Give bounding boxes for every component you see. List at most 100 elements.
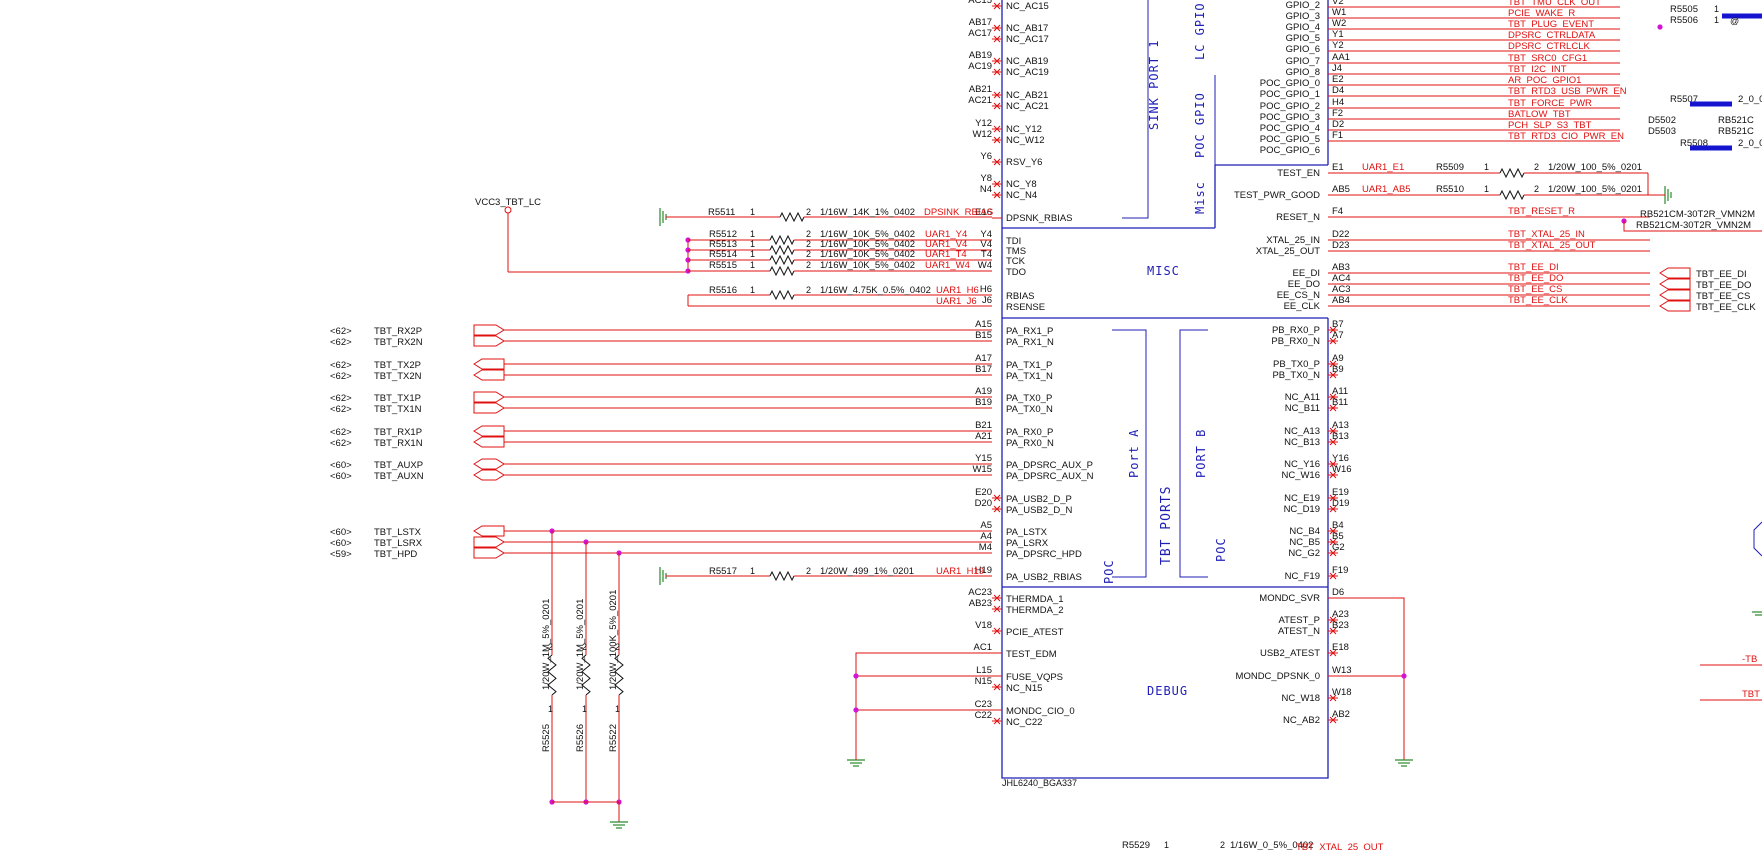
pin-name-EE_CS_N: EE_CS_N: [1277, 290, 1320, 301]
net-UAR1_Y4: UAR1_Y4: [925, 229, 967, 240]
ref-r5516: R5516: [709, 285, 737, 296]
pin-ball-E20: E20: [975, 487, 992, 498]
no-connect-mark: [993, 2, 1001, 10]
pin-name-NC_A13: NC_A13: [1284, 426, 1320, 437]
pin-ball-A21: A21: [975, 431, 992, 442]
pin-ball-A7: A7: [1332, 330, 1344, 341]
pin-ball-AB4: AB4: [1332, 295, 1350, 306]
pin-name-POC_GPIO_0: POC_GPIO_0: [1260, 78, 1320, 89]
pin-name-NC_N4: NC_N4: [1006, 190, 1037, 201]
pin-name-PA_TX1_N: PA_TX1_N: [1006, 371, 1053, 382]
pin-ball-L15: L15: [976, 665, 992, 676]
pin-name-PB_RX0_P: PB_RX0_P: [1272, 325, 1320, 336]
no-connect-mark: [1329, 616, 1337, 624]
net-TBT_TX1N: TBT_TX1N: [374, 404, 422, 415]
page-ref: <60>: [330, 471, 352, 482]
wire-test-edm: [855, 652, 992, 750]
pin-ball-W2: W2: [1332, 18, 1346, 29]
pin-name-PB_TX0_P: PB_TX0_P: [1273, 359, 1320, 370]
block-label-port-a: Port A: [1127, 429, 1141, 478]
pin-ball-W15: W15: [972, 464, 992, 475]
pin-name-PA_USB2_D_N: PA_USB2_D_N: [1006, 505, 1072, 516]
ref-r5505: R5505: [1670, 4, 1698, 15]
pin-name-RSV_Y6: RSV_Y6: [1006, 157, 1042, 168]
offpage-TBT_RX2P: [473, 324, 505, 336]
ref-R5515: R5515: [709, 260, 737, 271]
net-TBT_LSTX: TBT_LSTX: [374, 527, 422, 538]
pin-ball-AB23: AB23: [969, 598, 992, 609]
net-AR_POC_GPIO1: AR_POC_GPIO1: [1508, 75, 1581, 86]
no-connect-mark: [993, 627, 1001, 635]
pin-number: 1: [1714, 4, 1719, 14]
pin-number: 2: [1534, 184, 1539, 194]
ref-rb521c: RB521C: [1718, 126, 1754, 137]
net-dpsink-rbias: DPSINK_RBIAS: [924, 207, 993, 218]
offpage-TBT_TX1N: [473, 402, 505, 414]
pin-ball-W4: W4: [978, 260, 992, 271]
pin-ball-B7: B7: [1332, 319, 1344, 330]
pin-ball-N4: N4: [980, 184, 992, 195]
pin-ball-E1: E1: [1332, 162, 1344, 173]
wire-test: [1647, 173, 1665, 196]
page-ref: <62>: [330, 326, 352, 337]
pin-ball-Y15: Y15: [975, 453, 992, 464]
pin-name-NC_F19: NC_F19: [1285, 571, 1320, 582]
pin-ball-D22: D22: [1332, 229, 1349, 240]
pin-name-PA_USB2_RBIAS: PA_USB2_RBIAS: [1006, 572, 1082, 583]
block-label-poc-gpio: POC GPIO: [1193, 92, 1207, 158]
ref-R5513: R5513: [709, 239, 737, 250]
pin-name-POC_GPIO_2: POC_GPIO_2: [1260, 101, 1320, 112]
pin-ball-Y6: Y6: [980, 151, 992, 162]
offpage-TBT_TX2P: [473, 358, 505, 370]
pin-name-PA_DPSRC_AUX_P: PA_DPSRC_AUX_P: [1006, 460, 1093, 471]
pin-name-USB2_ATEST: USB2_ATEST: [1260, 648, 1320, 659]
pin-ball-Y8: Y8: [980, 173, 992, 184]
pin-name-PA_DPSRC_AUX_N: PA_DPSRC_AUX_N: [1006, 471, 1094, 482]
net-TBT_RX1P: TBT_RX1P: [374, 427, 422, 438]
pin-number: 1: [1484, 184, 1489, 194]
pin-ball-D4: D4: [1332, 85, 1344, 96]
page-ref: <62>: [330, 404, 352, 415]
ref-r5507: R5507: [1670, 94, 1698, 105]
net-TBT_TMU_CLK_OUT: TBT_TMU_CLK_OUT: [1508, 0, 1601, 8]
ref-R5514: R5514: [709, 249, 737, 260]
pin-ball-A9: A9: [1332, 353, 1344, 364]
pin-name-NC_W16: NC_W16: [1281, 470, 1320, 481]
jtag-resistor: [769, 265, 795, 277]
diode-part: RB521CM-30T2R_VMN2M: [1636, 220, 1751, 231]
pin-ball-A4: A4: [980, 531, 992, 542]
net-TBT_AUXP: TBT_AUXP: [374, 460, 423, 471]
pin-ball-B4: B4: [1332, 520, 1344, 531]
pin-number: 1: [1484, 162, 1489, 172]
pin-name-MONDC_SVR: MONDC_SVR: [1259, 593, 1320, 604]
pin-name-NC_Y8: NC_Y8: [1006, 179, 1037, 190]
partial-symbol: [1753, 521, 1762, 557]
ref-R5509: R5509: [1436, 162, 1464, 173]
ref-d5502: D5502: [1648, 115, 1676, 126]
no-connect-mark: [993, 24, 1001, 32]
pin-ball-B13: B13: [1332, 431, 1349, 442]
pin-name-THERMDA_2: THERMDA_2: [1006, 605, 1064, 616]
r5517-body: [769, 570, 795, 582]
no-connect-mark: [993, 158, 1001, 166]
no-connect-mark: [993, 35, 1001, 43]
pin-ball-AB21: AB21: [969, 84, 992, 95]
pin-ball-F4: F4: [1332, 206, 1343, 217]
net-TBT_EE_CLK: TBT_EE_CLK: [1508, 295, 1568, 306]
pin-ball-AB17: AB17: [969, 17, 992, 28]
pin-name-PA_RX1_P: PA_RX1_P: [1006, 326, 1053, 337]
pin-number: 2: [1534, 162, 1539, 172]
pin-ball-D19: D19: [1332, 498, 1349, 509]
pin-name-NC_B4: NC_B4: [1289, 526, 1320, 537]
pin-ball-AA1: AA1: [1332, 52, 1350, 63]
net-TBT_RTD3_USB_PWR_EN: TBT_RTD3_USB_PWR_EN: [1508, 86, 1627, 97]
pin-ball-A11: A11: [1332, 386, 1348, 397]
pin-ball-A17: A17: [975, 353, 992, 364]
no-connect-mark: [993, 605, 1001, 613]
block-bracket: [1179, 329, 1208, 578]
pin-ball-AC15: AC15: [968, 0, 992, 6]
pin-number: 2: [806, 229, 811, 239]
debug-junction: [853, 673, 859, 679]
no-connect-mark: [1329, 538, 1337, 546]
